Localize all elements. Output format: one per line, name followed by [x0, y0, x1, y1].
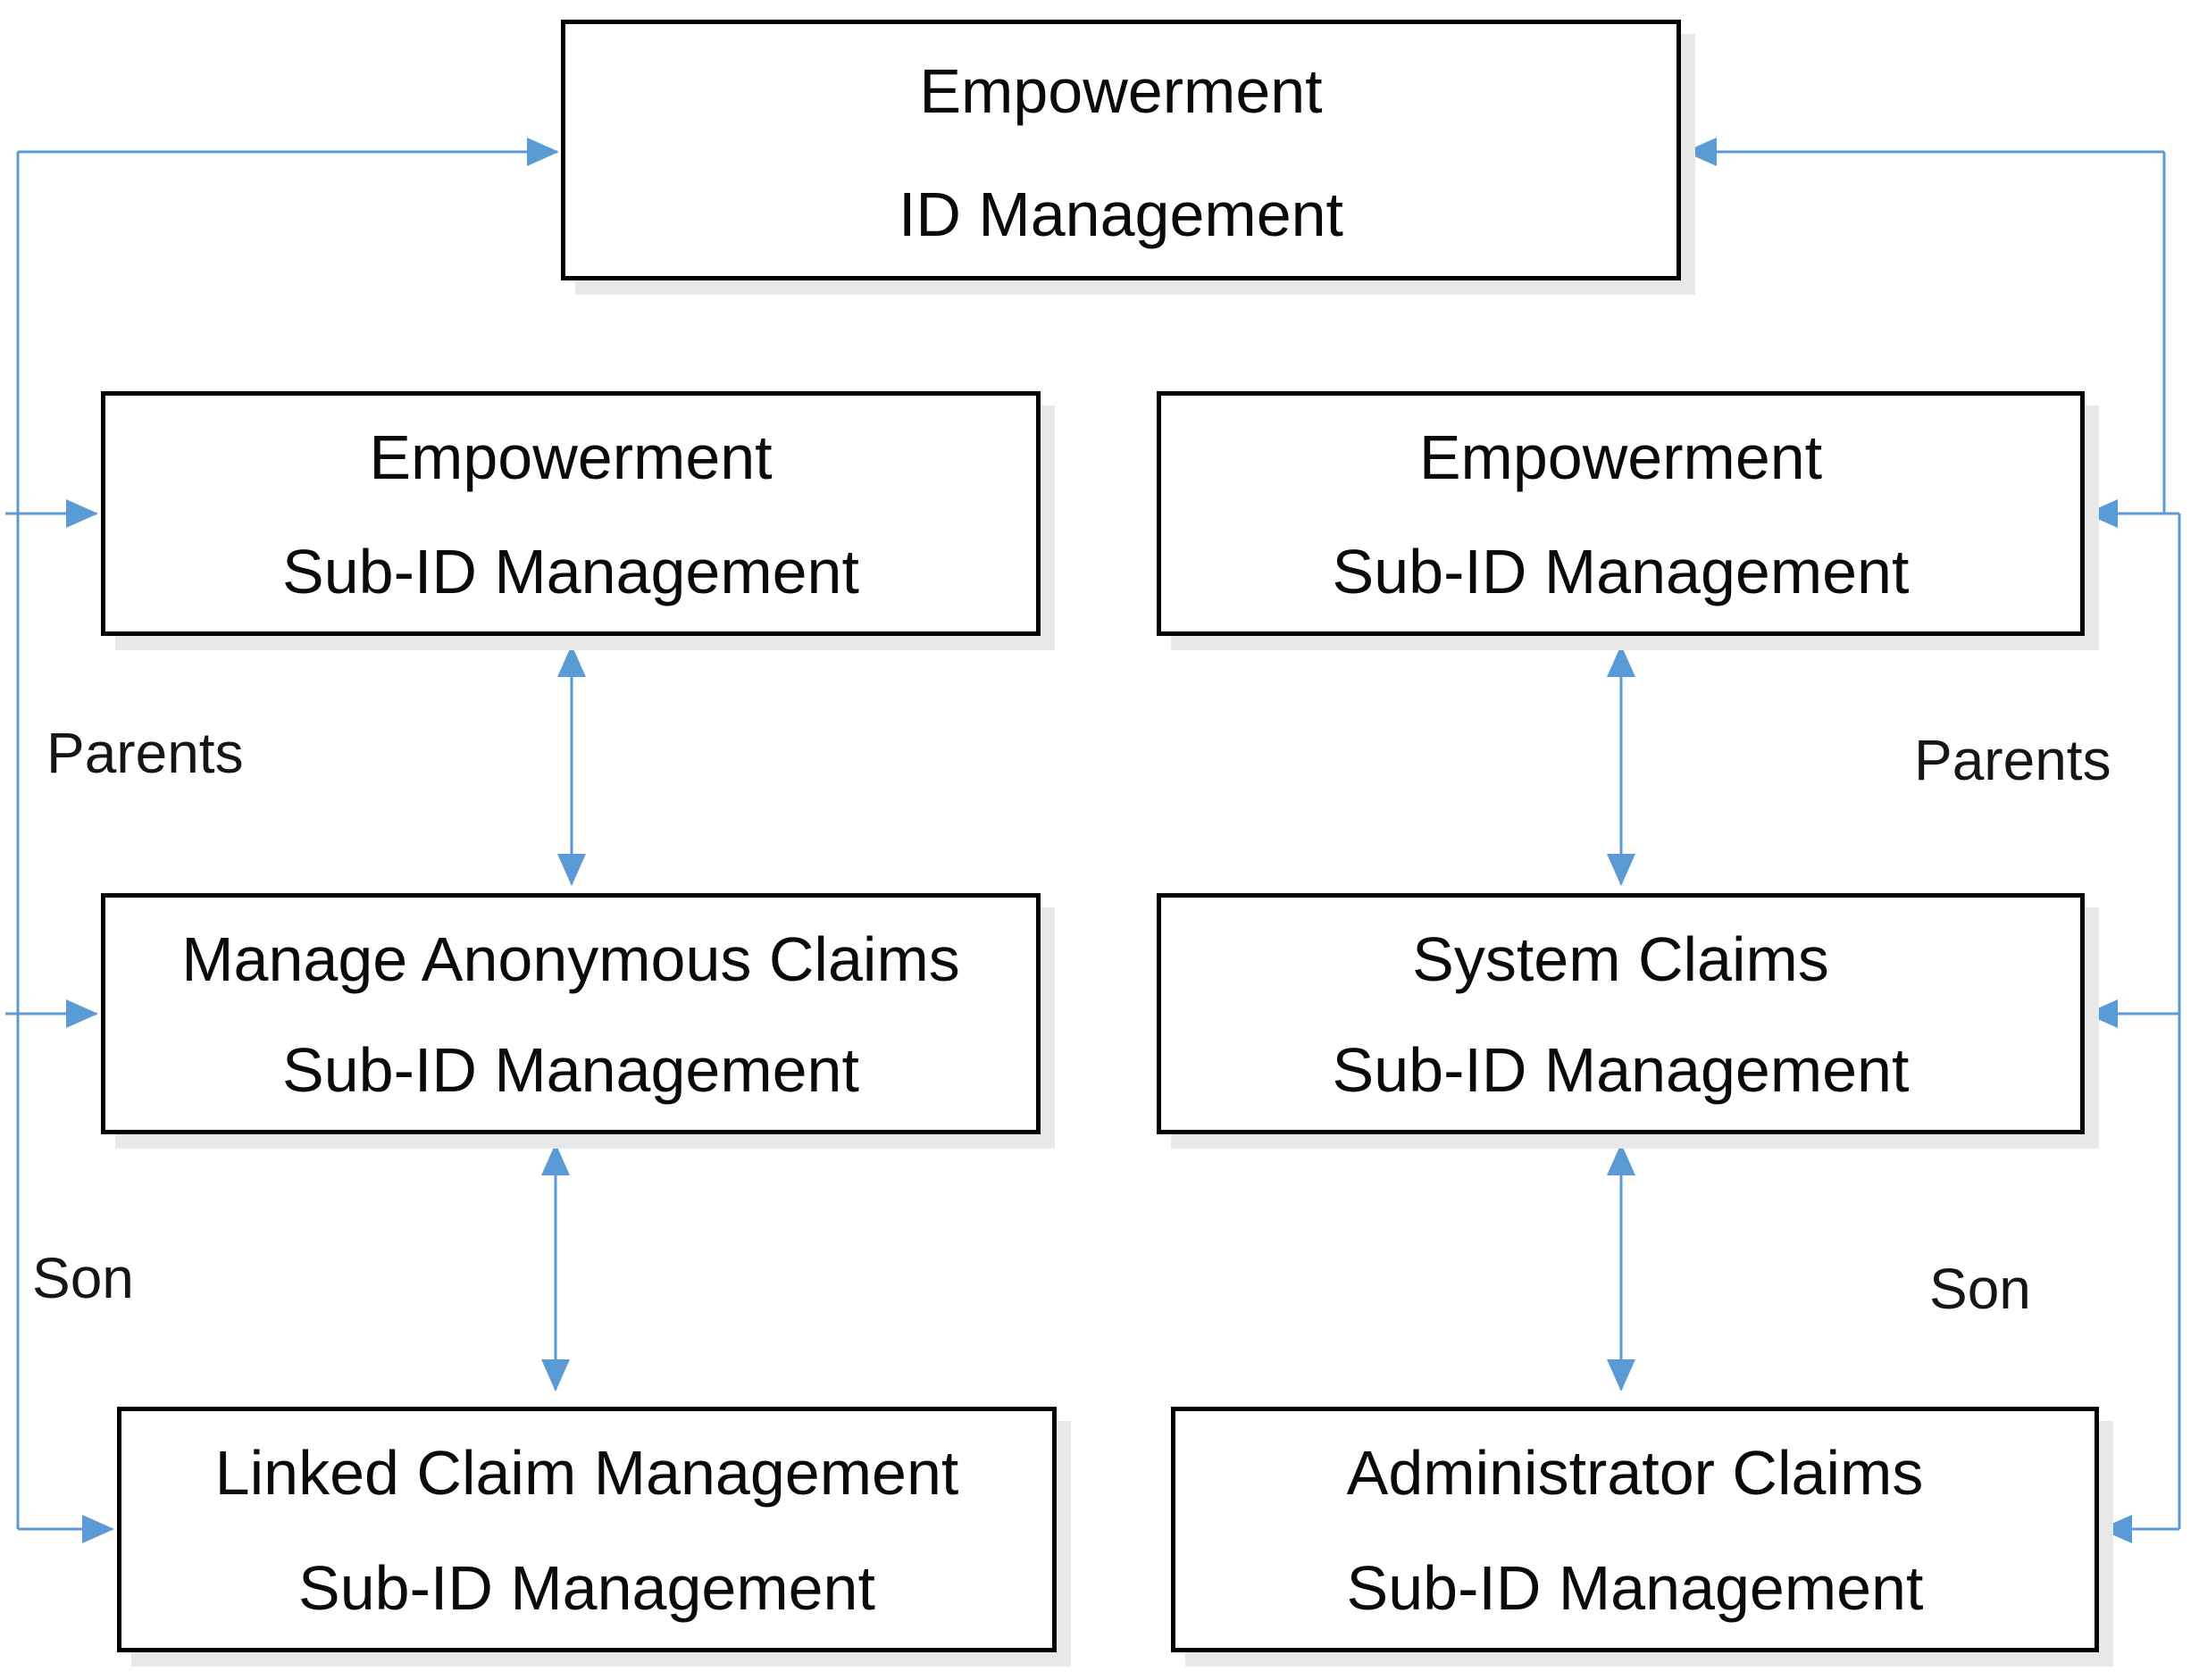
node-subtitle: Sub-ID Management — [1346, 1552, 1924, 1623]
edge-label-parents-left: Parents — [46, 721, 244, 785]
edge-label-parents-right: Parents — [1914, 728, 2111, 792]
node-subtitle: Sub-ID Management — [282, 536, 859, 606]
node-title: Empowerment — [369, 422, 773, 492]
node-subtitle: ID Management — [898, 179, 1344, 249]
node-system-claims: System Claims Sub-ID Management — [1157, 893, 2085, 1134]
node-subtitle: Sub-ID Management — [1332, 1034, 1910, 1105]
node-subtitle: Sub-ID Management — [282, 1034, 859, 1105]
node-manage-anonymous-claims: Manage Anonymous Claims Sub-ID Managemen… — [101, 893, 1041, 1134]
node-empowerment-sub-id-right: Empowerment Sub-ID Management — [1157, 391, 2085, 636]
node-title: Empowerment — [919, 56, 1323, 126]
node-subtitle: Sub-ID Management — [1332, 536, 1910, 606]
node-title: Manage Anonymous Claims — [181, 924, 960, 994]
node-empowerment-sub-id-left: Empowerment Sub-ID Management — [101, 391, 1041, 636]
node-subtitle: Sub-ID Management — [298, 1552, 875, 1623]
edge-label-son-right: Son — [1929, 1257, 2031, 1321]
node-title: Administrator Claims — [1346, 1438, 1924, 1508]
node-title: Linked Claim Management — [214, 1438, 959, 1508]
node-title: System Claims — [1412, 924, 1829, 994]
node-linked-claim-management: Linked Claim Management Sub-ID Managemen… — [117, 1407, 1057, 1652]
node-administrator-claims: Administrator Claims Sub-ID Management — [1171, 1407, 2099, 1652]
node-empowerment-id-management: Empowerment ID Management — [561, 20, 1681, 280]
edge-label-son-left: Son — [32, 1246, 134, 1310]
node-title: Empowerment — [1418, 422, 1823, 492]
